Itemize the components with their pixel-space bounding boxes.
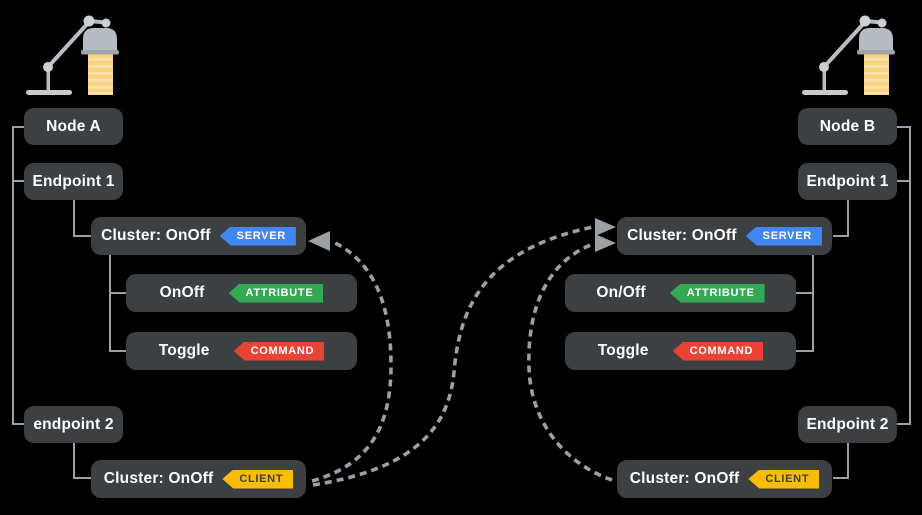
command-badge: COMMAND: [233, 341, 325, 361]
arrow-b-client-to-b-server: [527, 234, 616, 482]
node-b-server-cluster-label: Cluster: OnOff: [627, 227, 737, 244]
node-a-command-label: Toggle: [158, 342, 210, 359]
node-a-endpoint2-label: endpoint 2: [33, 415, 114, 433]
node-a-endpoint2-box: endpoint 2: [24, 406, 123, 443]
node-b-client-cluster-box: Cluster: OnOff CLIENT: [617, 460, 832, 498]
node-b-label: Node B: [819, 117, 876, 135]
node-a-endpoint1-label: Endpoint 1: [32, 172, 115, 190]
desk-lamp-icon: [26, 15, 119, 95]
arrowhead-icon: [595, 218, 616, 236]
attribute-badge: ATTRIBUTE: [669, 283, 765, 303]
client-badge: CLIENT: [222, 469, 294, 489]
arrow-a-client-to-a-server: [308, 231, 393, 483]
node-a-box: Node A: [24, 108, 123, 145]
node-a-label: Node A: [46, 117, 101, 135]
node-b-server-cluster-box: Cluster: OnOff SERVER: [617, 217, 832, 255]
node-b-client-cluster-label: Cluster: OnOff: [629, 470, 740, 487]
node-a-attribute-row: OnOff ATTRIBUTE: [126, 274, 357, 312]
node-b-endpoint1-box: Endpoint 1: [798, 163, 897, 200]
node-b-endpoint2-box: Endpoint 2: [798, 406, 897, 443]
server-badge: SERVER: [219, 226, 296, 246]
node-b-endpoint1-label: Endpoint 1: [806, 172, 889, 190]
node-b-command-label: Toggle: [597, 342, 649, 359]
node-a-client-cluster-box: Cluster: OnOff CLIENT: [91, 460, 306, 498]
node-b-command-row: Toggle COMMAND: [565, 332, 796, 370]
node-a-command-row: Toggle COMMAND: [126, 332, 357, 370]
node-b-endpoint2-label: Endpoint 2: [806, 415, 889, 433]
node-a-server-cluster-label: Cluster: OnOff: [101, 227, 211, 244]
node-b-attribute-row: On/Off ATTRIBUTE: [565, 274, 796, 312]
command-badge: COMMAND: [672, 341, 764, 361]
arrowhead-icon: [308, 231, 330, 251]
node-a-attribute-label: OnOff: [159, 284, 205, 301]
tree-connectors: [12, 126, 911, 479]
binding-arrows: [308, 218, 616, 487]
node-a-client-cluster-label: Cluster: OnOff: [103, 470, 214, 487]
server-badge: SERVER: [745, 226, 822, 246]
attribute-badge: ATTRIBUTE: [228, 283, 324, 303]
node-b-box: Node B: [798, 108, 897, 145]
node-a-server-cluster-box: Cluster: OnOff SERVER: [91, 217, 306, 255]
arrowhead-icon: [595, 234, 616, 252]
client-badge: CLIENT: [748, 469, 820, 489]
node-a-endpoint1-box: Endpoint 1: [24, 163, 123, 200]
node-b-attribute-label: On/Off: [596, 284, 646, 301]
arrow-a-client-to-b-server: [312, 218, 616, 487]
desk-lamp-icon: [802, 15, 895, 95]
